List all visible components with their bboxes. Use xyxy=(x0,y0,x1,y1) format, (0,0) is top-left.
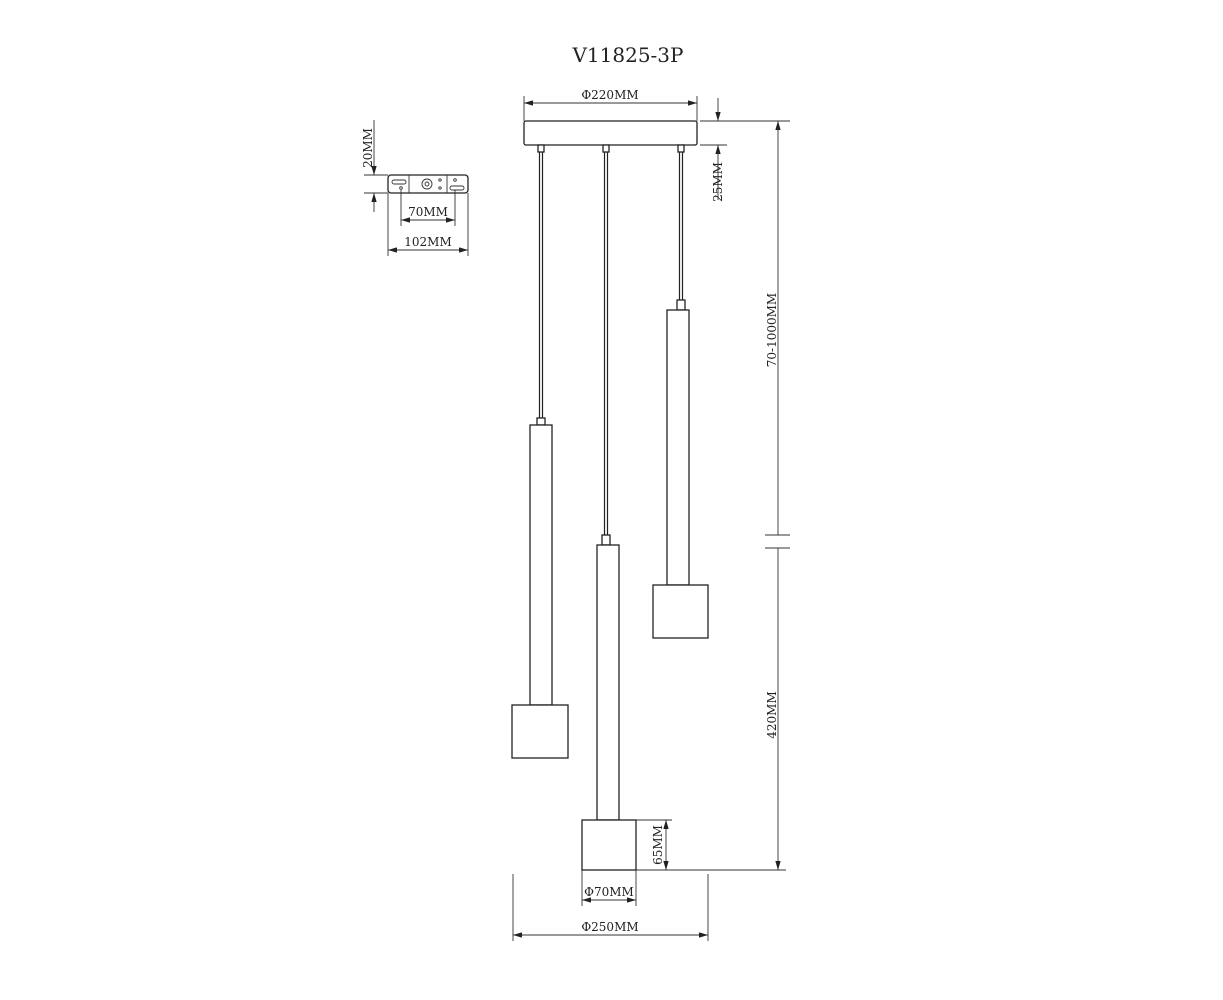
pendant-middle xyxy=(581,144,637,871)
pendant-length-label: 420MM xyxy=(765,691,779,738)
drawing-title: V11825-3P xyxy=(571,43,683,67)
bracket-hole-spacing-label: 70MM xyxy=(408,205,448,219)
overall-diameter-label: Φ250MM xyxy=(581,920,638,934)
mounting-bracket: 20MM 70MM 102MM xyxy=(361,120,469,256)
bracket-width-label: 102MM xyxy=(404,235,451,249)
canopy-height-label: 25MM xyxy=(711,162,725,202)
shade-diameter-label: Φ70MM xyxy=(584,885,634,899)
cable-length-label: 70-1000MM xyxy=(765,293,779,367)
canopy-diameter-label: Φ220MM xyxy=(581,88,638,102)
diameter-dimensions: Φ70MM Φ250MM xyxy=(512,870,709,941)
height-dimensions: 25MM 70-1000MM 420MM 65MM xyxy=(636,98,790,871)
pendant-right xyxy=(652,144,709,639)
bracket-height-label: 20MM xyxy=(361,128,375,168)
canopy: Φ220MM xyxy=(523,88,698,146)
shade-height-label: 65MM xyxy=(651,825,665,865)
pendant-left xyxy=(511,144,569,759)
